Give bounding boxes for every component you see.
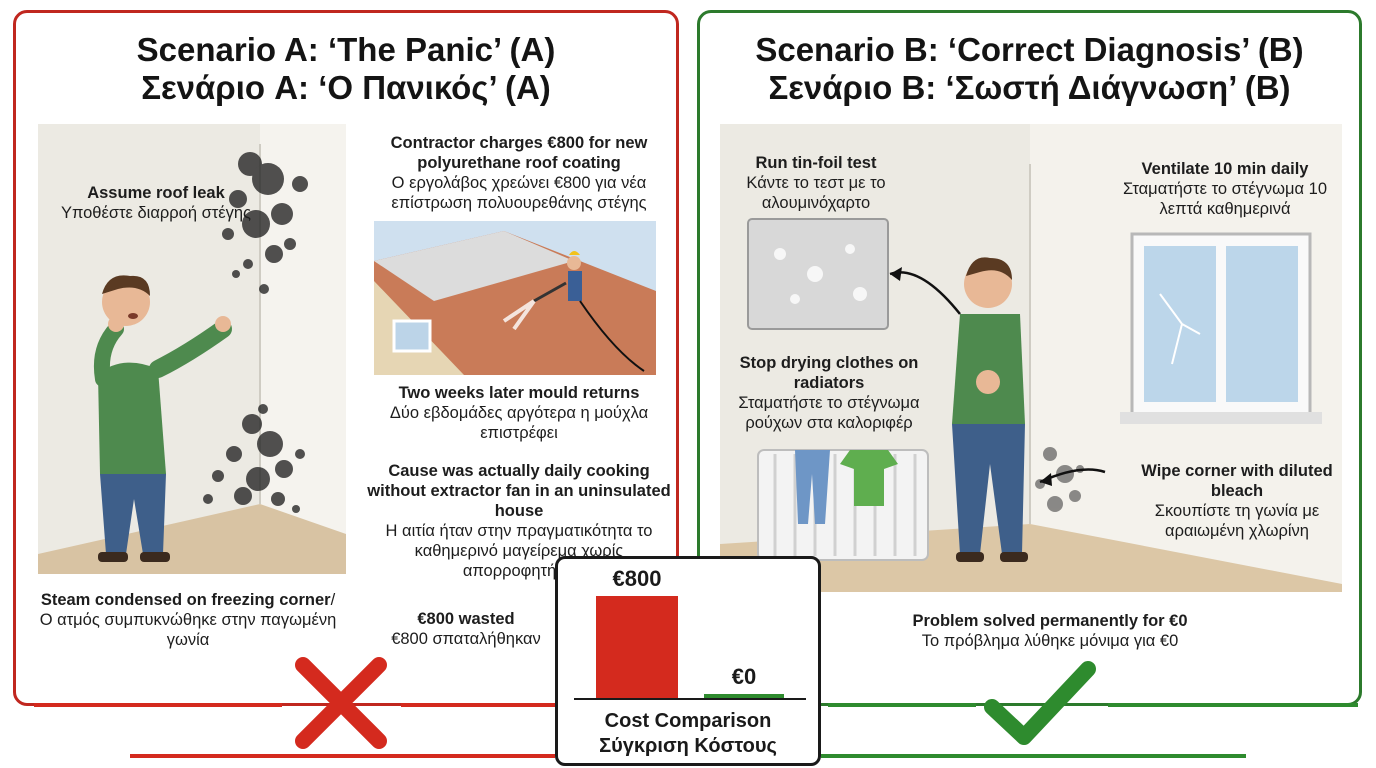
bottom-line-red	[130, 754, 555, 758]
bar-a-value-label: €800	[612, 566, 662, 591]
chart-baseline	[574, 698, 806, 700]
stop-drying-clothes-label: Stop drying clothes on radiators Σταματή…	[738, 354, 920, 432]
cross-icon	[295, 657, 387, 749]
problem-solved-label: Problem solved permanently for €0 Το πρό…	[912, 612, 1188, 650]
ventilate-label: Ventilate 10 min daily Σταματήστε το στέ…	[1122, 160, 1328, 218]
tin-foil-test-label: Run tin-foil test Κάντε το τεστ με το αλ…	[746, 154, 886, 212]
steam-condensed-label: Steam condensed on freezing corner/ Ο ατ…	[39, 591, 337, 649]
actual-cause-label: Cause was actually daily cooking without…	[367, 462, 671, 580]
mould-returns-label: Two weeks later mould returns Δύο εβδομά…	[389, 384, 649, 442]
check-icon	[984, 661, 1096, 745]
divider-left-2	[401, 703, 561, 707]
bar-b-value-label: €0	[731, 664, 757, 689]
divider-right	[828, 703, 976, 707]
scenario-a-title-gr: Σενάριο A: ‘Ο Πανικός’ (A)	[141, 69, 551, 106]
scenario-b-panel: Scenario B: ‘Correct Diagnosis’ (B) Σενά…	[697, 10, 1362, 745]
scenario-b-title-en: Scenario B: ‘Correct Diagnosis’ (B)	[755, 31, 1304, 68]
money-wasted-label: €800 wasted €800 σπαταλήθηκαν	[391, 610, 541, 648]
scenario-a-panel: Scenario A: ‘The Panic’ (A) Σενάριο A: ‘…	[13, 10, 679, 749]
contractor-charges-label: Contractor charges €800 for new polyuret…	[390, 134, 648, 212]
wipe-corner-label: Wipe corner with diluted bleach Σκουπίστ…	[1141, 462, 1333, 540]
panic-man-illustration	[38, 124, 346, 574]
bottom-line-green	[821, 754, 1246, 758]
assume-roof-leak-label: Assume roof leak Υποθέστε διαρροή στέγης	[60, 184, 252, 222]
correct-diagnosis-illustration	[720, 124, 1342, 592]
scenario-a-title: Scenario A: ‘The Panic’ (A) Σενάριο A: ‘…	[16, 31, 676, 107]
divider-left	[34, 703, 282, 707]
scenario-a-title-en: Scenario A: ‘The Panic’ (A)	[136, 31, 556, 68]
bar-scenario-a	[596, 596, 678, 698]
roof-coating-illustration	[374, 221, 656, 375]
divider-right-2	[1108, 703, 1358, 707]
cost-comparison-box: €800 €0 Cost Comparison Σύγκριση Κόστους	[555, 556, 821, 766]
bar-scenario-b	[704, 694, 784, 698]
mouldy-corner-illustration	[38, 124, 346, 574]
cost-comparison-title: Cost Comparison Σύγκριση Κόστους	[599, 710, 777, 757]
scenario-b-title-gr: Σενάριο B: ‘Σωστή Διάγνωση’ (B)	[768, 69, 1291, 106]
scenario-b-title: Scenario B: ‘Correct Diagnosis’ (B) Σενά…	[700, 31, 1359, 107]
